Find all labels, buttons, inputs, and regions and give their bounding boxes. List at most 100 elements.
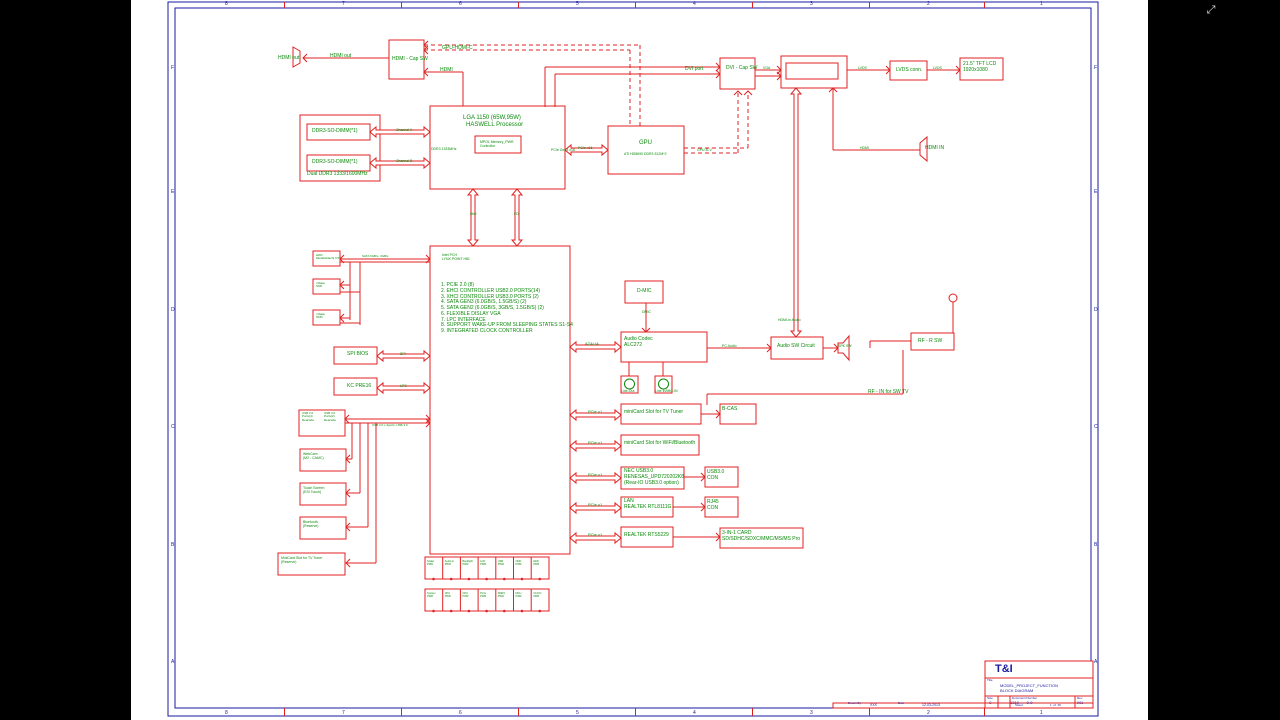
arrow-head <box>425 414 431 424</box>
processor-subtitle: HASWELL Processor <box>466 122 524 128</box>
frame-column-label: 1 <box>1040 710 1043 716</box>
pcie-x1-bus-2 <box>569 439 622 453</box>
sheet-field-value: 1 of 45 <box>1050 703 1061 707</box>
arrow-head <box>700 502 706 512</box>
usb2-ports-label: USB 2.0 Ports(4) Rearside <box>302 411 315 422</box>
frame-row-label: D <box>1094 307 1098 313</box>
drawn-date-strip <box>832 702 986 709</box>
pcie-slot-label: LAN REALTEK RTL8111G <box>624 498 672 510</box>
memory-bus-label: DDR3 1333MHz <box>431 147 457 151</box>
panel-link-label: LVDS <box>933 66 942 70</box>
inner-frame <box>174 7 1092 709</box>
frame-row-label: E <box>1094 189 1098 195</box>
azalia-label: AZALIA <box>585 341 599 346</box>
usb-device-label: Bluetooth (Reserve) <box>303 520 319 529</box>
sata-bus-label: SATA 6GB/s, 3GB/s <box>362 254 389 258</box>
power-pin <box>485 577 488 581</box>
pcie-x1-bus-4 <box>569 501 622 515</box>
power-pin <box>485 609 488 613</box>
usb-device-label: MiniCard Slot for TV Tuner (Reserve) <box>281 556 323 565</box>
pcie-slot-label: NEC USB3.0 RENESAS_UPD720202K8 (Rear-IO … <box>624 468 685 486</box>
lcd-panel-label: 21.5" TFT LCD 1920x1080 <box>963 61 997 73</box>
power-row-2 <box>424 588 550 612</box>
pcie-slot-label: REALTEK RTS5229 <box>624 532 669 538</box>
hdmi-cap-switch <box>388 39 425 80</box>
antenna-icon <box>948 293 958 303</box>
frame-column-label: 8 <box>225 710 228 716</box>
company-name: T&I <box>995 663 1013 675</box>
arrow-head <box>345 454 351 464</box>
pcie-peer-label: RJ45 CON <box>707 499 719 511</box>
doc-field-value: 1310---- -0-0 <box>1010 700 1033 705</box>
pcie-slot-label: miniCard Slot for WiFi/Bluetooth <box>624 440 696 446</box>
rev-field-value: X01 <box>1077 701 1084 705</box>
arrow-head <box>743 90 753 96</box>
pcie-x1-label: PCIe x1 <box>588 502 603 507</box>
title-field-value: MODEL_PROJECT_FUNCTION BLOCK DIAGRAM <box>1000 683 1059 693</box>
power-row-2-label: CPU PWR <box>444 592 451 598</box>
rf-switch-label: RF - R SW <box>918 338 943 344</box>
power-row-2-label: GPU PWR <box>462 592 469 598</box>
scaler-link-label: VGA <box>763 66 771 70</box>
frame-row-label: C <box>1094 424 1098 430</box>
gpu-subtitle: ATI HD8690 DDR3 512M*2 <box>624 152 667 156</box>
frame-row-label: A <box>1094 659 1098 665</box>
frame-column-label: 5 <box>576 710 579 716</box>
arrow-head <box>345 488 351 498</box>
arrow-head <box>339 313 345 323</box>
power-pin <box>520 609 524 613</box>
kc-device-label: KC PRE16 <box>347 383 372 389</box>
rf-tv-label: RF - IN for SW TV <box>868 389 909 395</box>
frame-row-label: B <box>1094 542 1098 548</box>
size-field-value: C <box>989 701 992 705</box>
dmic-label: D-MIC <box>637 288 652 294</box>
hdmi-cap-switch-label: HDMI - Cap SW <box>392 56 428 62</box>
sata-device-2 <box>312 278 341 295</box>
usb-device-label: Touch Screen (ESI Touch) <box>303 486 325 495</box>
audio-jack-icon <box>658 378 669 390</box>
usb3-ports-label: USB 3.0 Ports(2) Rearside <box>324 411 337 422</box>
pcie-slot-label: miniCard Slot for TV Tuner <box>624 409 684 415</box>
dvi-cap-switch-label: DVI - Cap SW <box>726 65 758 71</box>
power-pin <box>432 609 435 613</box>
gpu-dvi-label: GPU-D-V <box>697 148 712 152</box>
processor-title: LGA 1150 (65W,95W) <box>463 115 521 121</box>
frame-column-label: 4 <box>693 1 696 7</box>
dimm-caption: Dual DDR3 1333/1600MHz <box>307 171 368 177</box>
usb-bus-label: USB 2.0 x 4ports, USB 3.0 <box>372 423 408 427</box>
frame-column-label: 7 <box>342 710 345 716</box>
pch-title: Intel PCH LYNX POINT H81 <box>442 253 470 262</box>
rev-field-label: Rev <box>1077 696 1083 700</box>
dimm-bus-1 <box>369 125 431 139</box>
arrow-head <box>345 522 351 532</box>
frame-column-label: 1 <box>1040 1 1043 7</box>
memory-controller-block <box>474 135 522 154</box>
dvi-port-label: DVI port <box>685 66 704 72</box>
spi-bios-label: SPI BIOS <box>347 351 369 357</box>
pch-feature-list: 1. PCIE 2.0 (8) 2. EHCI CONTROLLER USB2.… <box>441 282 573 334</box>
dmi-bus <box>466 188 480 247</box>
arrow-head <box>423 45 429 55</box>
usb-device-1 <box>299 448 347 472</box>
fullscreen-icon[interactable]: ⤢ <box>1206 4 1216 16</box>
power-pin <box>520 577 524 581</box>
frame-column-label: 6 <box>459 1 462 7</box>
dimm-bus-label: Channel A <box>396 128 413 132</box>
power-pin <box>432 577 435 581</box>
dmi-label: DMI <box>470 212 477 216</box>
pcie-x1-label: PCIe x1 <box>588 409 603 414</box>
frame-column-label: 4 <box>693 710 696 716</box>
power-row-1-label: USB PWR <box>497 560 504 566</box>
usb-ports-block <box>298 409 346 437</box>
scaler-inner <box>785 62 839 80</box>
arrow-head <box>345 558 351 568</box>
pcie-bus-label: PCIe Gen3 x16 <box>551 148 575 152</box>
hdmi-out-label: HDMI out <box>278 55 300 61</box>
audio-codec-label: Audio Codec ALC272 <box>624 336 653 348</box>
lvds-connector-label: LVDS conn. <box>896 67 923 73</box>
kc-device <box>333 377 378 396</box>
audio-jack-icon <box>624 378 635 390</box>
audio-switch-label: Audio SW Circuit <box>777 343 815 349</box>
sheet-field-label: Sheet <box>1015 703 1023 707</box>
